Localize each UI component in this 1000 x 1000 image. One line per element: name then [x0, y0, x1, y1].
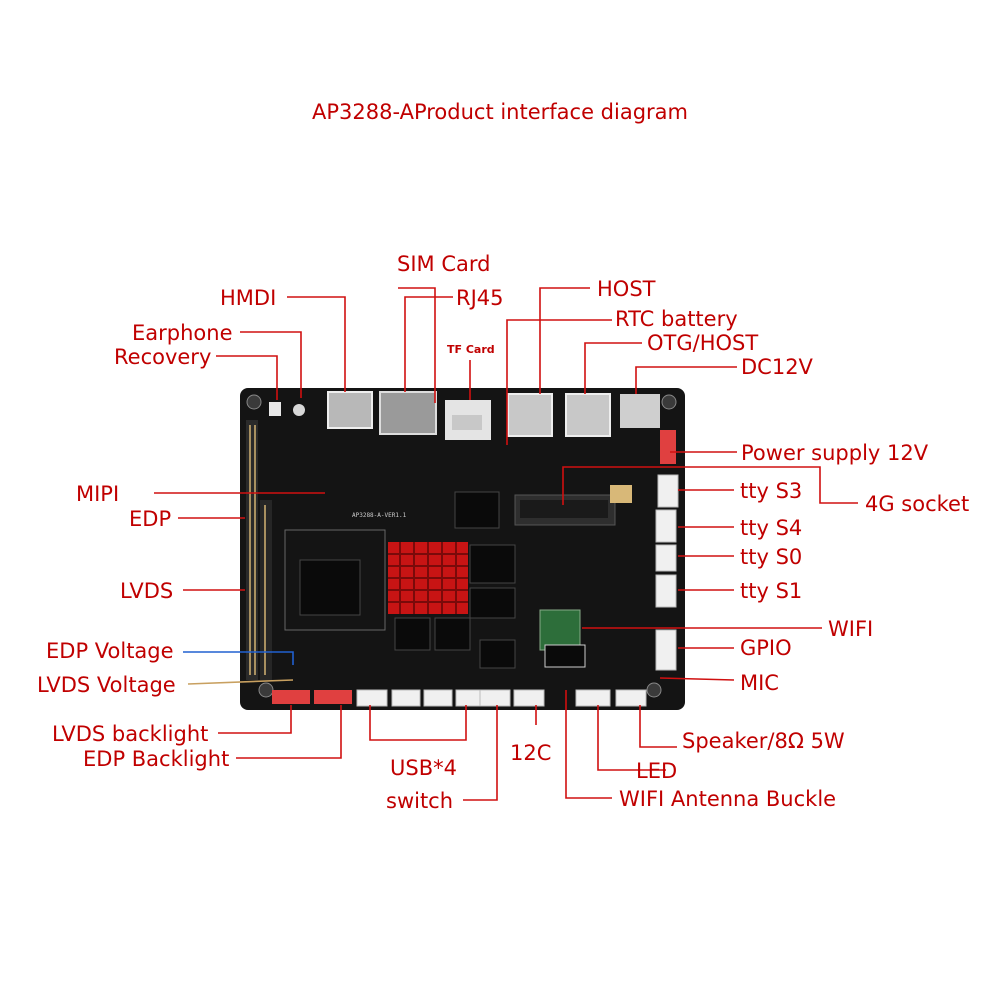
hdmi-port	[327, 391, 373, 429]
board-model-text: AP3288-A-VER1.1	[352, 512, 407, 519]
usb-host-port	[507, 393, 553, 437]
label-host: HOST	[597, 277, 656, 301]
label-earphone: Earphone	[132, 321, 233, 345]
label-switch: switch	[386, 789, 453, 813]
recovery-button	[269, 402, 281, 416]
label-4g-socket: 4G socket	[865, 492, 969, 516]
label-lvds: LVDS	[120, 579, 173, 603]
label-power-supply: Power supply 12V	[741, 441, 929, 465]
label-i2c: 12C	[510, 741, 551, 765]
label-led: LED	[636, 759, 677, 783]
rj45-port	[379, 391, 437, 435]
label-lvds-backlight: LVDS backlight	[52, 722, 208, 746]
circuit-board: AP3288-A-VER1.1	[240, 388, 685, 710]
callout-labels: SIM Card HMDI RJ45 HOST RTC battery Earp…	[37, 252, 969, 813]
label-edp: EDP	[129, 507, 171, 531]
label-mic: MIC	[740, 671, 779, 695]
label-hmdi: HMDI	[220, 286, 276, 310]
label-recovery: Recovery	[114, 345, 211, 369]
label-tty-s4: tty S4	[740, 516, 802, 540]
label-tty-s0: tty S0	[740, 545, 802, 569]
earphone-jack	[293, 404, 305, 416]
label-tty-s1: tty S1	[740, 579, 802, 603]
label-rj45: RJ45	[456, 286, 504, 310]
usb-otg-port	[565, 393, 611, 437]
label-rtc-battery: RTC battery	[615, 307, 738, 331]
diagram-title: AP3288-AProduct interface diagram	[311, 100, 689, 124]
label-gpio: GPIO	[740, 636, 792, 660]
label-edp-voltage: EDP Voltage	[46, 639, 174, 663]
label-mipi: MIPI	[76, 482, 119, 506]
label-lvds-voltage: LVDS Voltage	[37, 673, 176, 697]
label-wifi-antenna: WIFI Antenna Buckle	[619, 787, 836, 811]
label-tty-s3: tty S3	[740, 479, 802, 503]
edp-backlight-connector	[314, 690, 352, 704]
label-edp-backlight: EDP Backlight	[83, 747, 229, 771]
dc-jack	[620, 394, 660, 428]
label-otg-host: OTG/HOST	[647, 331, 758, 355]
label-dc12v: DC12V	[741, 355, 814, 379]
wifi-module	[539, 609, 581, 651]
power-connector	[660, 430, 676, 464]
label-usb4: USB*4	[390, 756, 457, 780]
lvds-backlight-connector	[272, 690, 310, 704]
label-tf-card: TF Card	[447, 343, 495, 356]
label-speaker: Speaker/8Ω 5W	[682, 729, 845, 753]
leader-lines	[154, 287, 858, 801]
label-sim-card: SIM Card	[397, 252, 490, 276]
label-wifi: WIFI	[828, 617, 873, 641]
